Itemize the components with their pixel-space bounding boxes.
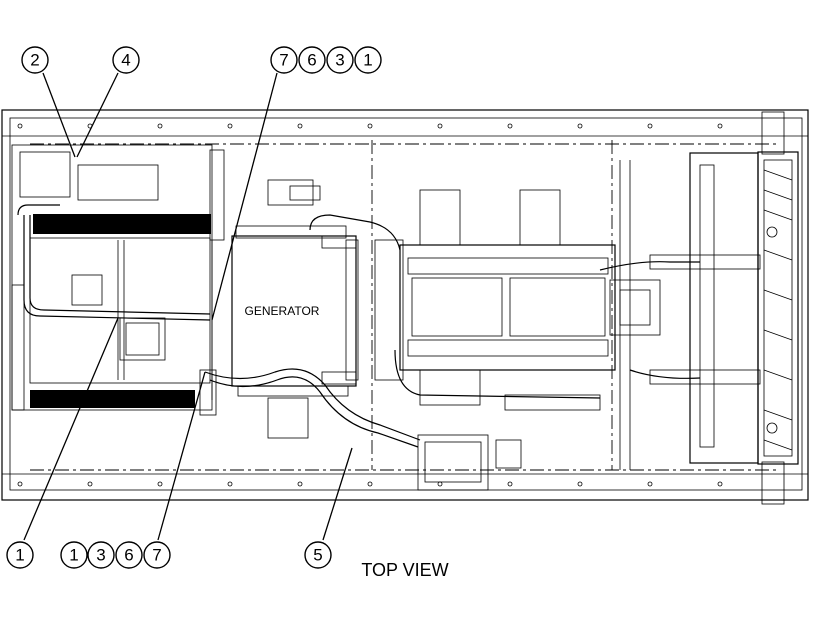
callout-2: 2 (21, 46, 49, 74)
generator: GENERATOR (231, 179, 401, 397)
hose (199, 368, 522, 491)
callout-group-bottom-7: 7 (143, 541, 171, 569)
svg-text:3: 3 (96, 546, 105, 565)
callout-4: 4 (112, 46, 140, 74)
callout-group-top-7: 7 (270, 46, 298, 74)
svg-text:3: 3 (335, 51, 344, 70)
generator-label: GENERATOR (245, 304, 320, 318)
callout-group-top-1: 1 (354, 46, 382, 74)
svg-text:1: 1 (15, 546, 24, 565)
svg-text:1: 1 (363, 51, 372, 70)
svg-text:1: 1 (69, 546, 78, 565)
callout-1-bottom-left: 1 (6, 541, 34, 569)
svg-text:2: 2 (30, 51, 39, 70)
control-section (11, 144, 225, 411)
callout-group-bottom-1: 1 (60, 541, 88, 569)
svg-text:7: 7 (152, 546, 161, 565)
leader-lines (23, 72, 353, 541)
engine (374, 160, 701, 470)
svg-text:5: 5 (313, 546, 322, 565)
callout-group-bottom-3: 3 (87, 541, 115, 569)
base-frame (1, 109, 809, 501)
svg-text:6: 6 (124, 546, 133, 565)
svg-text:6: 6 (307, 51, 316, 70)
view-title: TOP VIEW (361, 560, 448, 580)
svg-text:7: 7 (279, 51, 288, 70)
callouts: 2 4 7 6 3 1 1 1 (6, 46, 382, 569)
radiator (649, 111, 799, 505)
callout-group-top-3: 3 (326, 46, 354, 74)
callout-group-bottom-6: 6 (115, 541, 143, 569)
svg-text:4: 4 (121, 51, 130, 70)
callout-5: 5 (304, 541, 332, 569)
callout-group-top-6: 6 (298, 46, 326, 74)
